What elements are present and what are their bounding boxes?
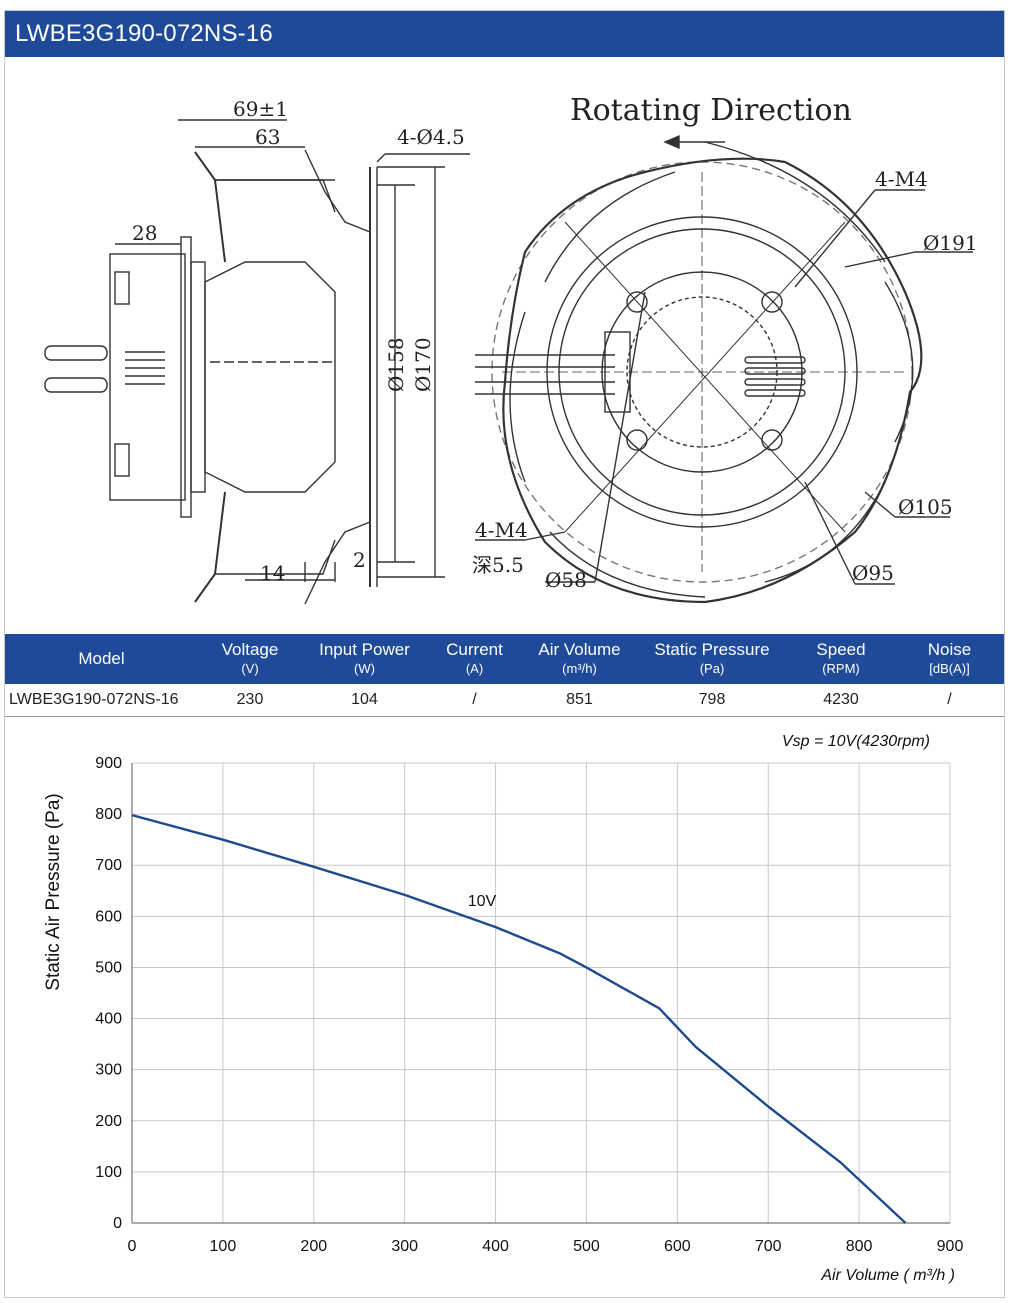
cell-current: / [427, 684, 522, 717]
x-tick-label: 800 [846, 1238, 873, 1255]
y-tick-label: 700 [95, 857, 122, 874]
chart-ticks: 0 100 200 300 400 500 600 700 800 900 0 100 200 300 40… [95, 755, 963, 1255]
chart-series: 10V [131, 813, 907, 1224]
page-frame [4, 10, 1005, 1298]
col-voltage: Voltage(V) [198, 634, 302, 684]
front-view [475, 134, 973, 604]
dim-overall-length: 69±1 [233, 97, 288, 121]
y-tick-label: 900 [95, 755, 122, 772]
series-label: 10V [468, 893, 497, 910]
col-air-volume: Air Volume(m³/h) [522, 634, 637, 684]
x-tick-label: 400 [482, 1238, 509, 1255]
col-speed: Speed(RPM) [787, 634, 895, 684]
drawing-svg: 69±1 63 4-Ø4.5 28 Ø158 Ø170 14 2 Rotatin… [44, 93, 978, 605]
dim-connector-depth: 28 [132, 221, 157, 245]
y-tick-label: 800 [95, 806, 122, 823]
technical-drawing: 69±1 63 4-Ø4.5 28 Ø158 Ø170 14 2 Rotatin… [5, 62, 1004, 630]
dim-offset-14: 14 [260, 561, 285, 585]
table-row: LWBE3G190-072NS-16 230 104 / 851 798 423… [5, 684, 1004, 717]
page-title: LWBE3G190-072NS-16 [5, 11, 1004, 57]
cell-noise: / [895, 684, 1004, 717]
x-tick-label: 200 [300, 1238, 327, 1255]
chart-grid [131, 762, 951, 1224]
cell-input-power: 104 [302, 684, 427, 717]
chart-svg: Vsp = 10V(4230rpm) Static Air Pressure (… [43, 733, 963, 1284]
dim-dia-95: Ø95 [852, 561, 894, 585]
cell-air-volume: 851 [522, 684, 637, 717]
dim-dia-191: Ø191 [923, 231, 978, 255]
cell-voltage: 230 [198, 684, 302, 717]
dim-dia-158: Ø158 [384, 337, 408, 392]
y-tick-label: 0 [113, 1215, 122, 1232]
dim-thread-bottom: 4-M4 [475, 518, 528, 542]
col-model: Model [5, 634, 198, 684]
x-tick-label: 500 [573, 1238, 600, 1255]
series-line-10v [131, 813, 907, 1224]
cell-speed: 4230 [787, 684, 895, 717]
spec-table: Model Voltage(V) Input Power(W) Current(… [5, 634, 1004, 717]
y-tick-label: 100 [95, 1164, 122, 1181]
dim-holes: 4-Ø4.5 [397, 125, 465, 149]
y-tick-label: 600 [95, 908, 122, 925]
dim-offset-2: 2 [353, 548, 366, 572]
col-static-pressure: Static Pressure(Pa) [637, 634, 787, 684]
col-input-power: Input Power(W) [302, 634, 427, 684]
col-noise: Noise[dB(A)] [895, 634, 1004, 684]
x-tick-label: 300 [391, 1238, 418, 1255]
x-tick-label: 100 [210, 1238, 237, 1255]
y-tick-label: 200 [95, 1113, 122, 1130]
dim-dia-58: Ø58 [545, 568, 587, 592]
x-tick-label: 700 [755, 1238, 782, 1255]
dim-dia-105: Ø105 [898, 495, 953, 519]
x-tick-label: 0 [128, 1238, 137, 1255]
cell-static-pressure: 798 [637, 684, 787, 717]
dim-dia-170: Ø170 [411, 337, 435, 392]
x-tick-label: 900 [937, 1238, 964, 1255]
dim-thread-top: 4-M4 [875, 167, 928, 191]
rotating-direction-label: Rotating Direction [570, 93, 852, 128]
dim-length: 63 [255, 125, 280, 149]
dim-depth: 深5.5 [472, 553, 524, 577]
x-axis-label: Air Volume ( m³/h ) [820, 1267, 955, 1284]
y-tick-label: 300 [95, 1062, 122, 1079]
side-view [44, 119, 470, 605]
col-current: Current(A) [427, 634, 522, 684]
x-tick-label: 600 [664, 1238, 691, 1255]
y-tick-label: 400 [95, 1011, 122, 1028]
cell-model: LWBE3G190-072NS-16 [5, 684, 198, 717]
chart-annotation: Vsp = 10V(4230rpm) [782, 733, 930, 750]
spec-table-header-row: Model Voltage(V) Input Power(W) Current(… [5, 634, 1004, 684]
y-tick-label: 500 [95, 959, 122, 976]
performance-chart: Vsp = 10V(4230rpm) Static Air Pressure (… [5, 720, 1004, 1295]
y-axis-label: Static Air Pressure (Pa) [43, 793, 64, 990]
